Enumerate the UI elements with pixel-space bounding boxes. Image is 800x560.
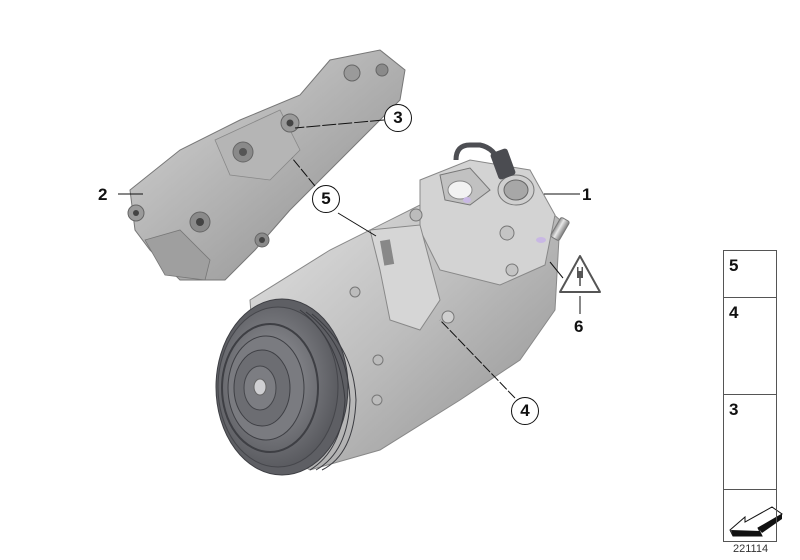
electrical-warning-icon <box>559 255 601 293</box>
bracket-part <box>127 49 406 281</box>
leader-lines <box>118 119 581 399</box>
side-panel-number-3: 3 <box>729 400 739 419</box>
pulley <box>215 298 357 476</box>
callout-3: 3 <box>384 104 412 132</box>
callout-5: 5 <box>312 185 340 213</box>
diagram-id: 221114 <box>733 543 769 555</box>
side-panel-arrow-box <box>723 489 777 542</box>
side-panel-number-4: 4 <box>729 303 739 322</box>
side-panel-number-5: 5 <box>729 256 739 275</box>
side-panel-item-4: 4 <box>723 297 777 395</box>
part-label-2: 2 <box>98 185 108 204</box>
callout-4: 4 <box>511 397 539 425</box>
part-label-6: 6 <box>574 317 584 336</box>
side-panel-item-3: 3 <box>723 394 777 490</box>
side-panel-item-5: 5 <box>723 250 777 298</box>
part-label-1: 1 <box>582 185 592 204</box>
